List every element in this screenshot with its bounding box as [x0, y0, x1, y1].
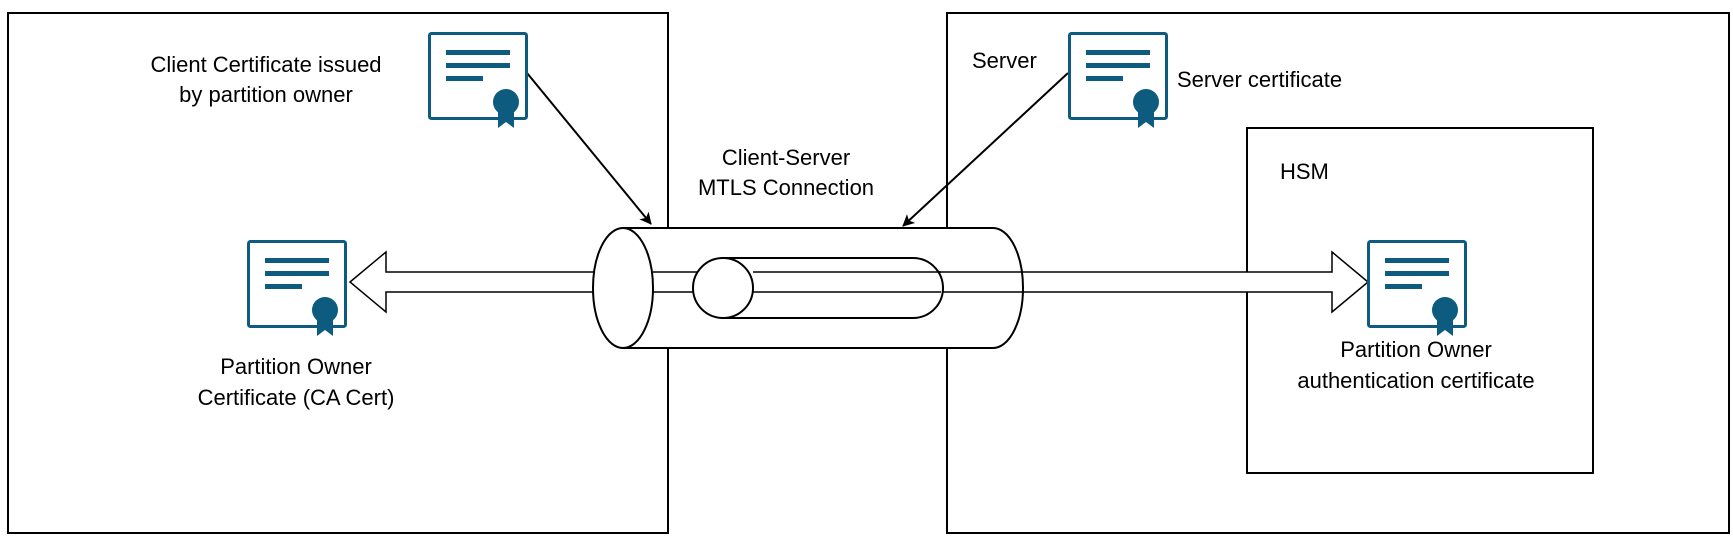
mtls-tunnel	[592, 227, 1024, 349]
tunnel-outer-front-face	[592, 227, 654, 349]
hsm-box	[1246, 127, 1594, 474]
client-certificate-label-line2: by partition owner	[179, 82, 353, 107]
server-certificate-icon	[1068, 32, 1168, 130]
client-certificate-label-line1: Client Certificate issued	[150, 52, 381, 77]
partition-owner-auth-certificate-icon	[1367, 240, 1467, 338]
client-certificate-icon	[428, 32, 528, 130]
tunnel-inner-front-face	[692, 257, 754, 319]
connection-label-line1: Client-Server	[722, 145, 850, 170]
partition-owner-ca-label-line1: Partition Owner	[220, 354, 372, 379]
partition-owner-ca-certificate-icon	[247, 240, 347, 338]
partition-owner-auth-label-line1: Partition Owner	[1340, 337, 1492, 362]
connection-label-line2: MTLS Connection	[698, 175, 874, 200]
hsm-label: HSM	[1280, 159, 1329, 184]
tunnel-inner-body	[722, 257, 944, 319]
server-label: Server	[972, 48, 1037, 73]
client-cert-connector-arrow	[526, 72, 652, 225]
partition-owner-auth-label-line2: authentication certificate	[1297, 368, 1534, 393]
partition-owner-ca-label-line2: Certificate (CA Cert)	[198, 385, 395, 410]
server-certificate-label: Server certificate	[1177, 67, 1342, 92]
server-cert-connector-arrow	[902, 72, 1069, 227]
